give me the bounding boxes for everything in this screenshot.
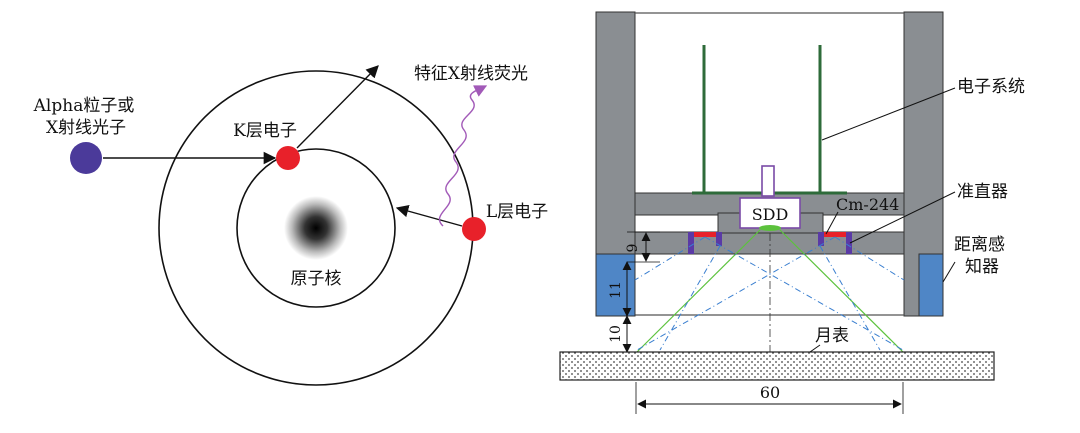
lunar-surface — [559, 351, 995, 381]
dim-60-label: 60 — [760, 383, 780, 402]
cm244-leader — [825, 211, 839, 235]
incoming-label-line2: X射线光子 — [46, 118, 126, 138]
transition-arrow — [395, 204, 463, 227]
dimension-9: 9 — [625, 231, 660, 263]
nucleus-label: 原子核 — [291, 269, 342, 289]
cm244-source-left — [694, 232, 716, 237]
k-shell-orbit — [236, 148, 396, 308]
dim-11-label: 11 — [608, 281, 624, 299]
dim-9-label: 9 — [625, 244, 641, 253]
dim-10-label: 10 — [608, 325, 624, 343]
incoming-label-line1: Alpha粒子或 — [33, 96, 135, 116]
fluorescence-wave — [439, 85, 488, 227]
electronics-label: 电子系统 — [957, 77, 1025, 97]
collimator-left-purple — [688, 232, 694, 254]
electronics-leader — [821, 87, 956, 141]
collimator-label: 准直器 — [957, 182, 1008, 202]
dimension-60: 60 — [635, 382, 904, 414]
sdd-label: SDD — [752, 205, 789, 224]
k-shell-electron — [276, 146, 300, 170]
collimator-leader — [849, 191, 956, 244]
k-electron-label: K层电子 — [233, 121, 297, 141]
dimension-11: 11 — [608, 261, 632, 317]
sdd-window — [759, 225, 781, 231]
nucleus — [284, 196, 348, 260]
incoming-photon — [70, 142, 102, 174]
collimator-block — [634, 231, 905, 255]
green-field-of-view — [636, 229, 904, 353]
distance-sensor-label-line1: 距离感 — [954, 235, 1005, 255]
cm244-source-right — [824, 232, 846, 237]
instrument-diagram: SDD 月表 电子系统 准直器 — [559, 11, 1025, 414]
sdd-stem — [761, 165, 775, 197]
l-electron-label: L层电子 — [486, 202, 548, 222]
l-shell-electron — [462, 217, 486, 241]
atom-diagram: 原子核 Alpha粒子或 X射线光子 K层电子 L层电子 特征X射线荧光 — [33, 64, 548, 386]
sdd-body — [739, 197, 801, 229]
distance-sensor-leader — [942, 261, 956, 283]
cm244-label: Cm-244 — [836, 195, 899, 214]
lunar-surface-leader — [809, 344, 821, 353]
collimator-right-purple — [846, 232, 852, 254]
blue-excitation-beams — [634, 236, 905, 351]
ejected-electron-arrow — [296, 65, 379, 149]
collimator-left-inner — [716, 232, 722, 246]
collimator-right-inner — [818, 232, 824, 246]
fluorescence-label: 特征X射线荧光 — [414, 64, 528, 84]
dimension-10: 10 — [608, 315, 632, 353]
lunar-surface-label: 月表 — [815, 326, 849, 346]
distance-sensor-label-line2: 知器 — [965, 257, 999, 277]
distance-sensor-right — [918, 253, 944, 317]
